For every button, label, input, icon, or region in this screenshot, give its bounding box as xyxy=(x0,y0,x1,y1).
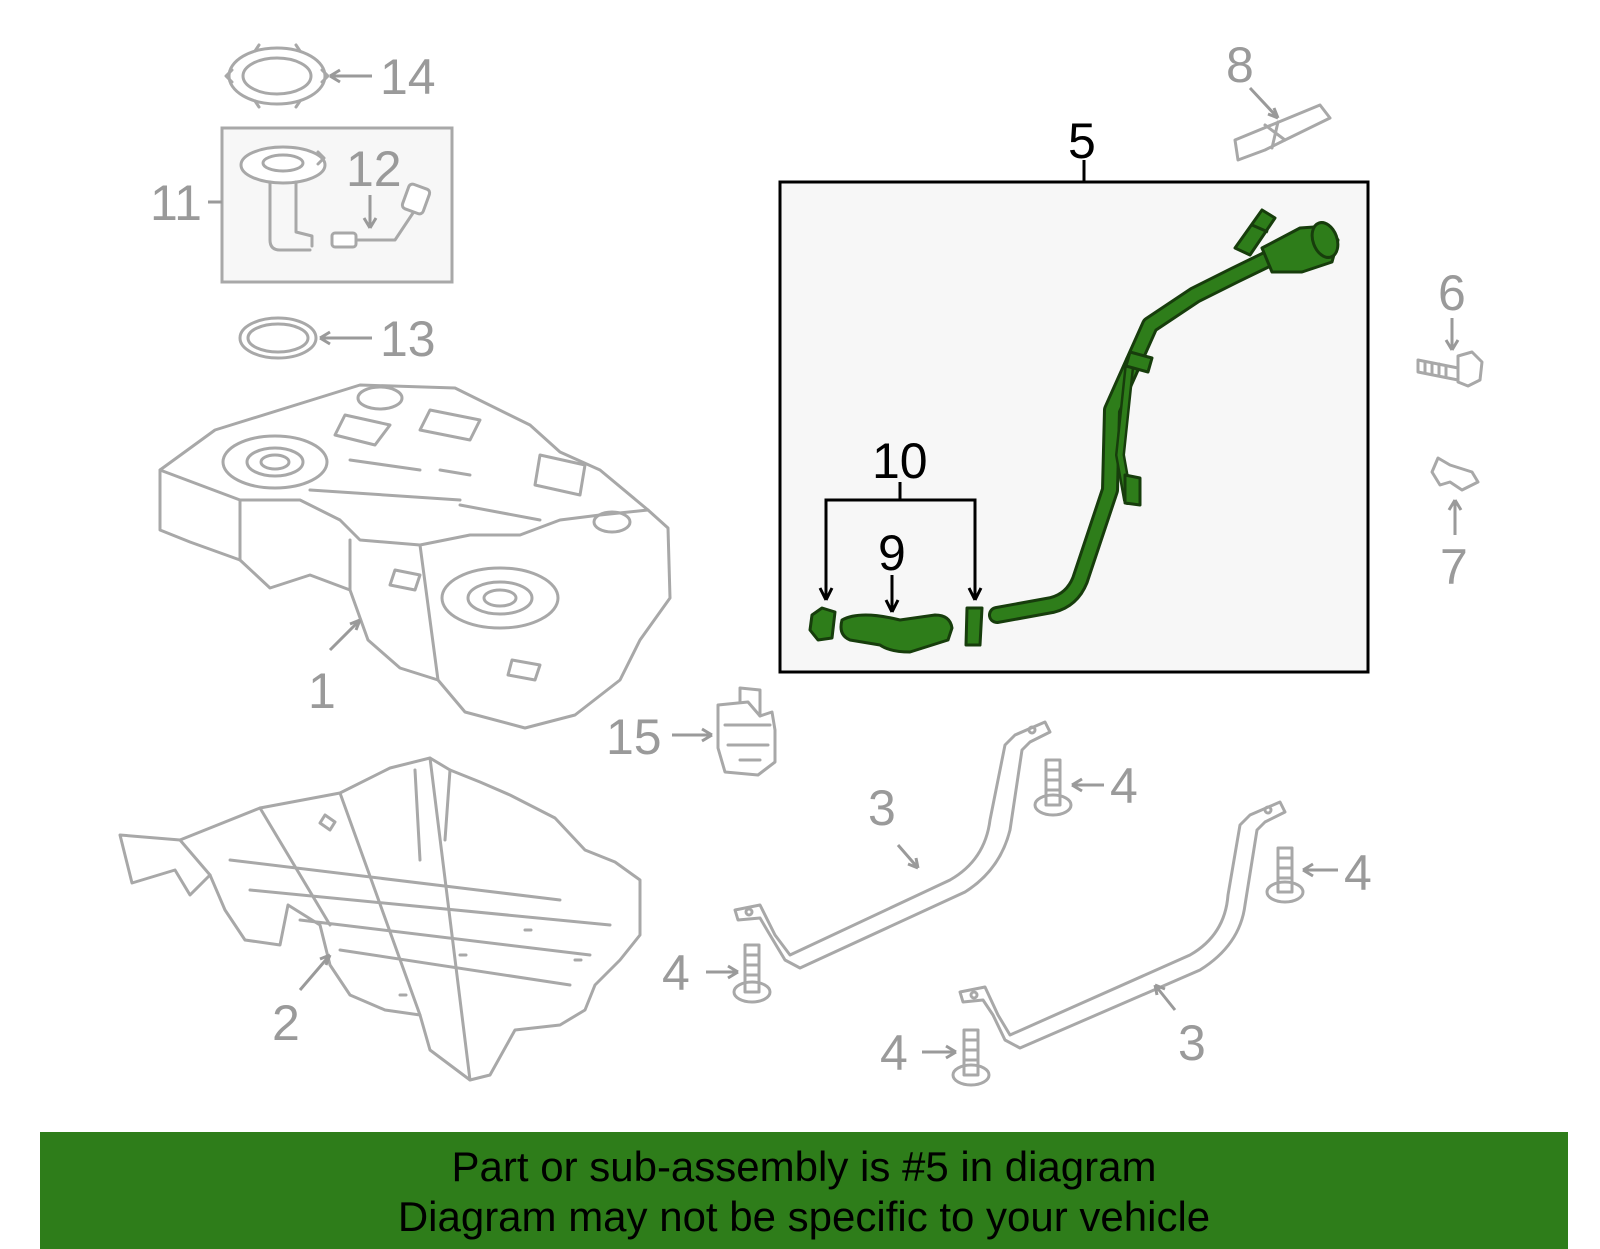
callout-5: 5 xyxy=(1068,113,1096,169)
callout-3b: 3 xyxy=(1178,1015,1206,1071)
callout-12: 12 xyxy=(346,141,402,197)
leader-8 xyxy=(1248,86,1280,120)
leader-1 xyxy=(328,618,362,652)
parts-diagram: 14 12 11 13 1 xyxy=(118,37,1484,1087)
leader-4c xyxy=(706,964,739,980)
footer-line-2: Diagram may not be specific to your vehi… xyxy=(397,1193,1211,1240)
callout-15: 15 xyxy=(606,709,662,765)
part-4-bolt-a[interactable] xyxy=(1033,758,1073,817)
leader-6 xyxy=(1444,318,1460,351)
part-4-bolt-d[interactable] xyxy=(951,1028,991,1087)
part-13-gasket[interactable] xyxy=(238,316,318,360)
callout-10: 10 xyxy=(872,433,928,489)
part-1-fuel-tank[interactable] xyxy=(158,383,672,730)
callout-4c: 4 xyxy=(662,945,690,1001)
leader-7 xyxy=(1447,499,1463,535)
leader-4a xyxy=(1071,777,1104,793)
callout-4a: 4 xyxy=(1110,758,1138,814)
part-9-hose[interactable] xyxy=(839,613,954,654)
callout-3a: 3 xyxy=(868,780,896,836)
leader-3a xyxy=(896,844,920,870)
part-6-bolt[interactable] xyxy=(1416,350,1484,388)
part-2-heat-shield[interactable] xyxy=(118,756,642,1082)
part-4-bolt-b[interactable] xyxy=(1265,846,1305,904)
callout-4b: 4 xyxy=(1344,845,1372,901)
leader-14 xyxy=(329,68,372,84)
callout-6: 6 xyxy=(1438,265,1466,321)
leader-2 xyxy=(298,953,332,991)
part-4-bolt-c[interactable] xyxy=(732,943,772,1004)
part-10-clamp-right[interactable] xyxy=(964,606,984,647)
footer-line-1: Part or sub-assembly is #5 in diagram xyxy=(451,1143,1157,1190)
callout-9: 9 xyxy=(878,525,906,581)
part-12-wiring-harness[interactable] xyxy=(330,182,432,249)
callout-1: 1 xyxy=(308,663,336,719)
callout-7: 7 xyxy=(1440,539,1468,595)
part-7-clip[interactable] xyxy=(1430,456,1480,492)
leader-13 xyxy=(319,330,372,346)
part-14-lock-ring[interactable] xyxy=(224,43,330,109)
part-10-clamp-left[interactable] xyxy=(808,606,837,642)
part-15-valve[interactable] xyxy=(716,686,777,777)
part-11-fuel-pump[interactable] xyxy=(239,145,327,252)
callout-8: 8 xyxy=(1226,37,1254,93)
callout-11: 11 xyxy=(150,175,202,231)
part-5-filler-pipe[interactable] xyxy=(988,208,1342,624)
footer-banner: Part or sub-assembly is #5 in diagram Di… xyxy=(40,1132,1568,1249)
callout-14: 14 xyxy=(380,49,436,105)
leader-4b xyxy=(1302,862,1338,878)
part-8-clip[interactable] xyxy=(1233,103,1332,162)
leader-9 xyxy=(884,575,900,613)
leader-15 xyxy=(672,727,713,743)
part-3-strap-lower[interactable] xyxy=(958,800,1287,1050)
part-3-strap-upper[interactable] xyxy=(733,720,1052,970)
callout-2: 2 xyxy=(272,995,300,1051)
callout-13: 13 xyxy=(380,311,436,367)
callout-4d: 4 xyxy=(880,1025,908,1081)
leader-10-bracket xyxy=(818,482,983,601)
leader-12 xyxy=(362,195,378,229)
leader-4d xyxy=(922,1044,957,1060)
leader-3b xyxy=(1153,983,1177,1011)
